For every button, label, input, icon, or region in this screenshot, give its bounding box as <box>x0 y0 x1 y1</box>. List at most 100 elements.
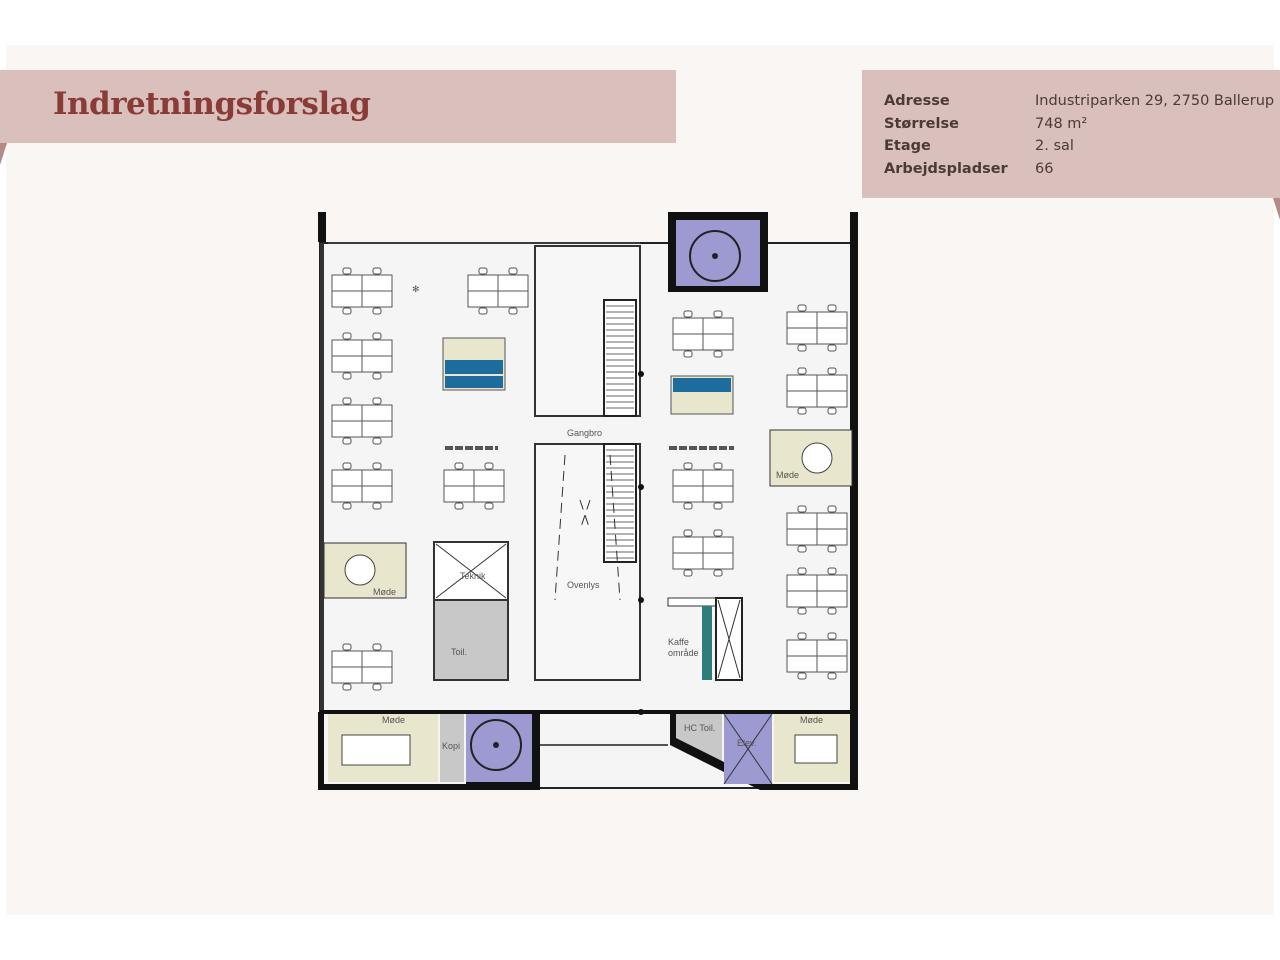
chair <box>683 529 693 537</box>
chair <box>372 502 382 510</box>
chair <box>683 350 693 358</box>
building-outline: ✻ <box>318 212 858 790</box>
chair <box>797 672 807 680</box>
label-kaffe-omraade: område <box>668 648 699 658</box>
desk-block <box>331 643 393 691</box>
chair <box>797 545 807 553</box>
desk-block <box>672 310 734 358</box>
chair <box>372 437 382 445</box>
info-value: 66 <box>1035 160 1054 177</box>
label-moede-bottom-left: Møde <box>382 715 405 725</box>
chair <box>797 344 807 352</box>
desk-block <box>672 529 734 577</box>
label-moede-left: Møde <box>373 587 396 597</box>
info-value: 748 m² <box>1035 115 1088 132</box>
chair <box>372 372 382 380</box>
desk-block <box>331 267 393 315</box>
desk-block <box>786 304 848 352</box>
label-hc-toilet: HC Toil. <box>684 723 715 733</box>
banner-fold-right <box>1273 198 1280 220</box>
chair <box>827 632 837 640</box>
chair <box>342 643 352 651</box>
label-gangbro: Gangbro <box>567 428 602 438</box>
chair <box>797 567 807 575</box>
desk-block <box>672 462 734 510</box>
chair <box>827 505 837 513</box>
chair <box>827 607 837 615</box>
chair <box>372 643 382 651</box>
info-row-floor: Etage 2. sal <box>884 135 1274 158</box>
chair <box>797 607 807 615</box>
chair <box>797 632 807 640</box>
chair <box>827 672 837 680</box>
info-value: 2. sal <box>1035 138 1074 155</box>
chair <box>797 367 807 375</box>
chair <box>713 350 723 358</box>
chair <box>797 505 807 513</box>
chair <box>827 407 837 415</box>
room-labels: Gangbro Ovenlys Teknik Toil. Kaffe områd… <box>373 428 823 751</box>
chair <box>372 462 382 470</box>
label-kaffe: Kaffe <box>668 637 689 647</box>
info-row-workplaces: Arbejdspladser 66 <box>884 158 1274 181</box>
chair <box>484 462 494 470</box>
chair <box>372 332 382 340</box>
label-elevator: Elev. <box>737 738 756 748</box>
chair <box>827 567 837 575</box>
chair <box>342 683 352 691</box>
chair <box>342 307 352 315</box>
desk-block <box>786 367 848 415</box>
chair <box>713 502 723 510</box>
info-label: Etage <box>884 138 931 155</box>
chair <box>683 569 693 577</box>
chair <box>454 502 464 510</box>
chair <box>454 462 464 470</box>
chair <box>827 367 837 375</box>
label-moede-right: Møde <box>776 470 799 480</box>
chair <box>713 310 723 318</box>
chair <box>372 683 382 691</box>
chair <box>508 267 518 275</box>
chair <box>683 502 693 510</box>
label-moede-bottom-right: Møde <box>800 715 823 725</box>
label-ovenlys: Ovenlys <box>567 580 600 590</box>
chair <box>342 332 352 340</box>
chair <box>508 307 518 315</box>
chair <box>478 307 488 315</box>
chair <box>683 462 693 470</box>
chair <box>342 502 352 510</box>
label-teknik: Teknik <box>460 571 486 581</box>
chair <box>372 267 382 275</box>
chair <box>342 397 352 405</box>
title-banner: Indretningsforslag <box>0 70 676 143</box>
chair <box>797 304 807 312</box>
chair <box>478 267 488 275</box>
info-label: Adresse <box>884 93 950 110</box>
banner-fold-left <box>0 143 7 165</box>
desk-block <box>443 462 505 510</box>
chair <box>827 545 837 553</box>
chair <box>342 267 352 275</box>
chair <box>484 502 494 510</box>
svg-text:✻: ✻ <box>412 284 420 294</box>
chair <box>342 437 352 445</box>
desk-block <box>786 632 848 680</box>
label-toilet: Toil. <box>451 647 467 657</box>
chair <box>827 304 837 312</box>
chair <box>683 310 693 318</box>
desk-block <box>331 397 393 445</box>
chair <box>797 407 807 415</box>
desk-block <box>786 505 848 553</box>
label-kopi: Kopi <box>442 741 460 751</box>
chair <box>372 307 382 315</box>
desk-block <box>467 267 529 315</box>
info-label: Arbejdspladser <box>884 160 1008 177</box>
desk-block <box>331 332 393 380</box>
chair <box>342 462 352 470</box>
page-title: Indretningsforslag <box>53 86 371 122</box>
